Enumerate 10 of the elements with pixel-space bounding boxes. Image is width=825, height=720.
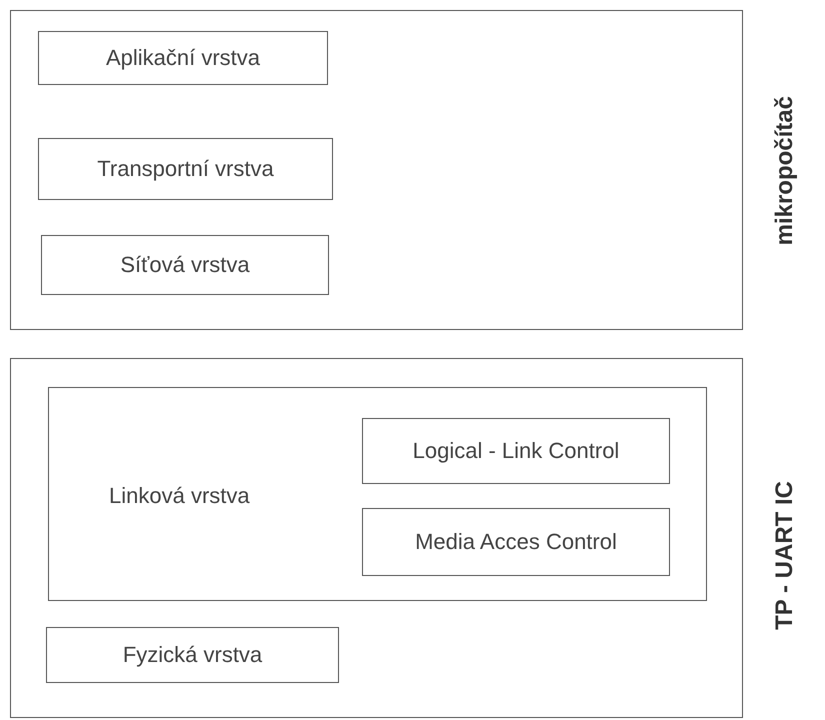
layer-box [48, 387, 707, 601]
layer-box: Síťová vrstva [41, 235, 329, 295]
layer-box: Aplikační vrstva [38, 31, 328, 85]
layer-label: Linková vrstva [109, 483, 250, 509]
layer-box: Media Acces Control [362, 508, 670, 576]
layer-box: Logical - Link Control [362, 418, 670, 484]
layer-box: Transportní vrstva [38, 138, 333, 200]
group-label: TP - UART IC [771, 480, 799, 630]
group-label: mikropočítač [771, 96, 799, 245]
layer-box: Fyzická vrstva [46, 627, 339, 683]
